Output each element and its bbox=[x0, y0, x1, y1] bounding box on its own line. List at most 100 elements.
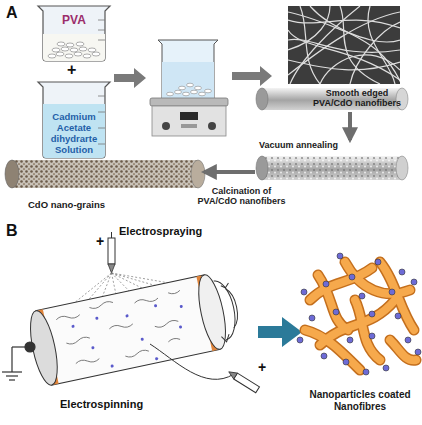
coated-nanofibres bbox=[355, 300, 380, 360]
collector-drum bbox=[91, 346, 95, 350]
collector-drum bbox=[25, 308, 62, 387]
cdo-grain-cylinder bbox=[12, 160, 198, 188]
coated-nanofibres bbox=[321, 353, 327, 359]
cdo-grain-cylinder bbox=[191, 160, 205, 188]
magnetic-stirrer bbox=[181, 124, 197, 128]
beaker-solution bbox=[43, 104, 105, 158]
magnetic-stirrer bbox=[191, 90, 198, 94]
spray-needle bbox=[108, 264, 115, 273]
collector-drum bbox=[95, 316, 99, 320]
magnetic-stirrer bbox=[158, 40, 218, 98]
beaker-pva bbox=[76, 42, 84, 46]
collector-drum bbox=[55, 286, 191, 370]
beaker-solution bbox=[98, 144, 105, 145]
beaker-pva bbox=[70, 48, 78, 52]
collector-drum bbox=[168, 290, 180, 294]
collector-drum bbox=[193, 273, 230, 352]
magnetic-stirrer bbox=[195, 86, 202, 90]
annealed-nanofiber-cylinder bbox=[262, 156, 402, 180]
collector-drum bbox=[125, 314, 129, 318]
coated-nanofibres bbox=[345, 262, 410, 294]
collector-drum bbox=[168, 337, 180, 341]
coated-nanofibres bbox=[411, 279, 417, 285]
sem-image bbox=[288, 6, 404, 90]
beaker-pva bbox=[57, 42, 65, 46]
coated-nanofibres bbox=[389, 289, 395, 295]
nanofiber-node: Smooth edged PVA/CdO nanofibers bbox=[255, 4, 412, 112]
beaker-pva bbox=[65, 54, 73, 58]
collector-drum bbox=[66, 336, 90, 345]
collector-drum bbox=[179, 325, 183, 329]
figure-label: B bbox=[6, 222, 18, 240]
coated-nanofibres bbox=[390, 340, 416, 360]
spinning-needle bbox=[150, 344, 259, 393]
magnetic-stirrer bbox=[162, 62, 214, 98]
collector-drum bbox=[71, 325, 75, 329]
smooth-nanofiber-cylinder bbox=[256, 88, 268, 110]
beaker-pva bbox=[98, 20, 105, 40]
beaker-solution bbox=[98, 96, 105, 144]
magnetic-stirrer bbox=[180, 112, 198, 120]
coated-nanofibres bbox=[349, 274, 355, 280]
beaker-pva bbox=[52, 48, 60, 52]
beaker-solution bbox=[38, 82, 110, 158]
node-label: PVA bbox=[38, 14, 110, 28]
collector-drum bbox=[154, 304, 158, 308]
ground-symbol bbox=[2, 342, 35, 380]
collector-drum bbox=[109, 322, 133, 331]
process-arrow bbox=[348, 112, 352, 140]
spinning-needle bbox=[227, 369, 237, 379]
coated-nanofibres bbox=[305, 330, 360, 370]
magnetic-stirrer bbox=[199, 92, 206, 96]
sem-image bbox=[310, 6, 400, 84]
coated-nanofibres bbox=[297, 253, 421, 375]
coated-nanofibres bbox=[369, 311, 375, 317]
coated-nanofibres bbox=[337, 253, 343, 259]
beaker-pva bbox=[48, 42, 100, 58]
sem-image bbox=[288, 6, 400, 84]
magnetic-stirrer bbox=[167, 83, 212, 96]
coated-nanofibres bbox=[395, 313, 401, 319]
beaker-pva bbox=[92, 52, 100, 56]
coated-nanofibres bbox=[297, 337, 303, 343]
spinning-needle bbox=[227, 369, 260, 393]
beaker-node: Cadmium Acetate dihydrarte Solution bbox=[38, 80, 110, 160]
coated-nanofibres bbox=[383, 365, 389, 371]
beaker-node: PVA bbox=[38, 4, 110, 62]
collector-drum bbox=[125, 349, 149, 358]
beaker-pva bbox=[79, 47, 87, 51]
collector-drum bbox=[25, 270, 244, 388]
coated-nanofibres bbox=[309, 315, 315, 321]
node-label: Nanoparticles coated Nanofibres bbox=[300, 389, 420, 412]
collector-drum bbox=[221, 283, 230, 289]
ground-symbol bbox=[12, 346, 30, 347]
collector-drum bbox=[214, 278, 240, 340]
figure-label: Electrospraying bbox=[119, 225, 202, 237]
coated-nanofibres bbox=[380, 262, 414, 330]
coated-nanofibres bbox=[347, 337, 353, 343]
beaker-pva bbox=[98, 20, 105, 21]
cdo-grain-cylinder bbox=[12, 160, 198, 188]
beaker-solution bbox=[98, 128, 105, 129]
sem-image bbox=[350, 22, 400, 84]
collector-drum bbox=[36, 275, 220, 385]
collector-drum bbox=[226, 287, 241, 328]
collector-drum bbox=[56, 313, 80, 322]
magnetic-stirrer bbox=[152, 106, 226, 136]
coated-nanofibres bbox=[399, 269, 405, 275]
figure-label: A bbox=[6, 4, 18, 22]
cdo-grain-cylinder bbox=[5, 160, 205, 188]
coated-nanofibres bbox=[390, 340, 416, 360]
spinning-needle bbox=[150, 344, 234, 379]
result-arrow bbox=[258, 317, 302, 347]
beaker-pva bbox=[98, 40, 105, 41]
nanofibre-cluster-node: Nanoparticles coated Nanofibres bbox=[300, 255, 420, 420]
coated-nanofibres bbox=[415, 349, 421, 355]
annealed-nanofiber-cylinder bbox=[256, 156, 268, 180]
magnetic-stirrer bbox=[167, 92, 174, 96]
magnetic-stirrer bbox=[187, 83, 194, 87]
grain-node: CdO nano-grains bbox=[4, 158, 204, 214]
